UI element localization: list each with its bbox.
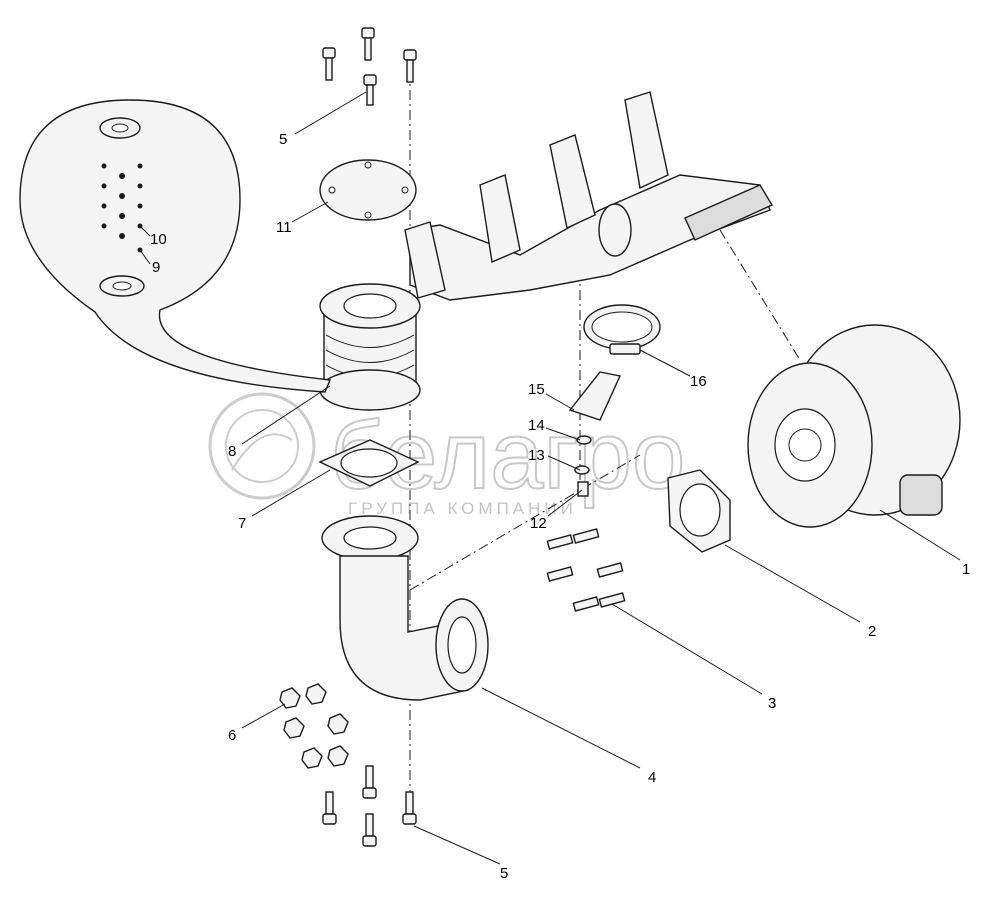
elbow-pipe	[321, 515, 489, 701]
studs	[546, 528, 626, 612]
callout-8: 8	[228, 443, 236, 460]
nuts	[279, 683, 349, 769]
turbocharger	[747, 324, 961, 528]
bracket-assembly	[568, 371, 622, 497]
bottom-bolts	[322, 765, 417, 847]
turbo-axis	[409, 454, 641, 591]
callout-12: 12	[530, 515, 547, 532]
callout-14: 14	[528, 417, 545, 434]
bellows-compensator	[319, 283, 421, 411]
callout-4: 4	[648, 769, 656, 786]
callout-7: 7	[238, 515, 246, 532]
callout-5-bottom: 5	[500, 865, 508, 882]
watermark: белагро ГРУППА КОМПАНИЙ	[208, 392, 686, 518]
leader-lines	[139, 91, 961, 865]
callout-9: 9	[152, 259, 160, 276]
callout-3: 3	[768, 695, 776, 712]
watermark-subtitle: ГРУППА КОМПАНИЙ	[348, 499, 577, 518]
callout-2: 2	[868, 623, 876, 640]
turbo-gasket	[667, 469, 731, 553]
top-bolts	[322, 27, 417, 106]
detail-view	[19, 99, 332, 393]
cover-plate	[319, 159, 417, 221]
callout-6: 6	[228, 727, 236, 744]
callouts: 1 2 3 4 5 5 6 7 8 9 10 11 12 13 14 15 16	[150, 131, 970, 882]
callout-11: 11	[276, 219, 292, 236]
callout-15: 15	[528, 381, 545, 398]
clamp	[583, 304, 661, 355]
callout-10: 10	[150, 231, 167, 248]
manifold-axis	[719, 229, 801, 361]
callout-5-top: 5	[279, 131, 287, 148]
flange-gasket	[318, 439, 420, 487]
callout-16: 16	[690, 373, 707, 390]
callout-1: 1	[962, 561, 970, 578]
exhaust-manifold	[404, 91, 774, 301]
callout-13: 13	[528, 447, 545, 464]
